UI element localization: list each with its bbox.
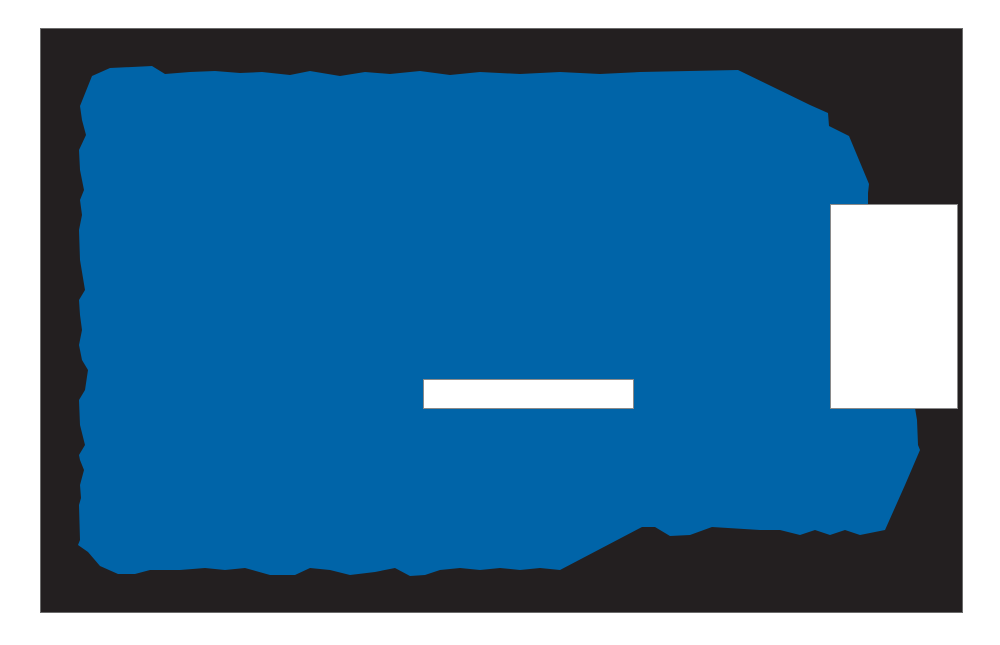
white-mask-rect-vertical (830, 204, 958, 409)
blue-silhouette-path (78, 66, 920, 576)
white-mask-rect-horizontal (423, 379, 634, 409)
